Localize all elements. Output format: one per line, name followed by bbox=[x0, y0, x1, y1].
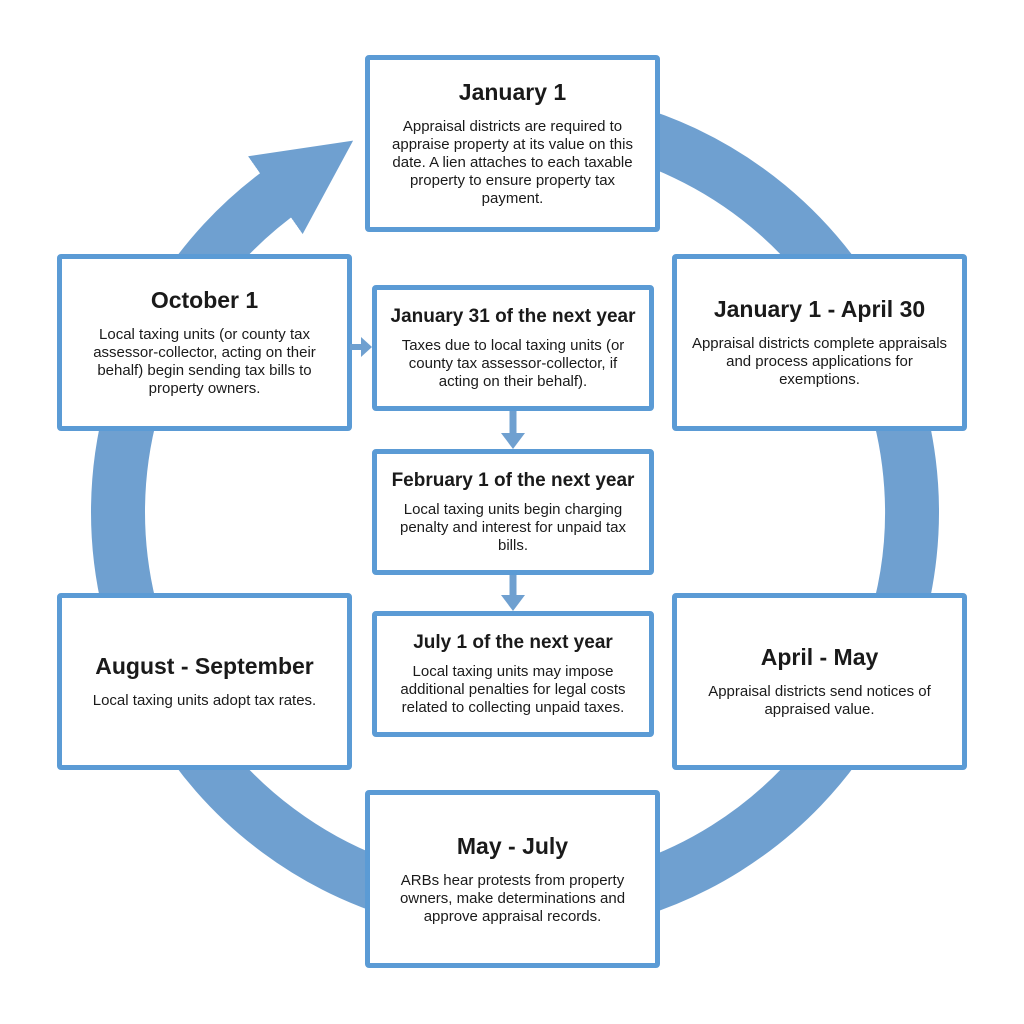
step-title: January 1 bbox=[458, 79, 567, 105]
arrow-down-icon bbox=[501, 411, 525, 449]
step-february-1-next-year: February 1 of the next year Local taxing… bbox=[372, 449, 654, 575]
step-may-july: May - July ARBs hear protests from prope… bbox=[365, 790, 660, 968]
step-description: Local taxing units may impose additional… bbox=[400, 662, 626, 716]
arrow-down-icon bbox=[501, 575, 525, 611]
step-august-september: August - September Local taxing units ad… bbox=[57, 593, 352, 770]
step-title: January 1 - April 30 bbox=[713, 296, 926, 322]
step-description: Appraisal districts complete appraisals … bbox=[691, 335, 948, 388]
step-title: July 1 of the next year bbox=[413, 631, 613, 653]
step-january-1: January 1 Appraisal districts are requir… bbox=[365, 55, 660, 232]
arrow-right-icon bbox=[350, 337, 372, 357]
step-april-may: April - May Appraisal districts send not… bbox=[672, 593, 967, 770]
step-description: Appraisal districts are required to appr… bbox=[392, 118, 633, 207]
step-description: Appraisal districts send notices of appr… bbox=[708, 683, 931, 718]
step-title: February 1 of the next year bbox=[391, 469, 635, 491]
step-title: January 31 of the next year bbox=[390, 305, 636, 327]
step-title: October 1 bbox=[150, 287, 259, 313]
step-description: Local taxing units adopt tax rates. bbox=[92, 692, 317, 709]
step-january-31-next-year: January 31 of the next year Taxes due to… bbox=[372, 285, 654, 411]
step-january-1-april-30: January 1 - April 30 Appraisal districts… bbox=[672, 254, 967, 431]
step-description: ARBs hear protests from property owners,… bbox=[399, 871, 626, 925]
step-title: August - September bbox=[95, 653, 314, 679]
step-title: May - July bbox=[456, 832, 569, 859]
step-july-1-next-year: July 1 of the next year Local taxing uni… bbox=[372, 611, 654, 737]
step-october-1: October 1 Local taxing units (or county … bbox=[57, 254, 352, 431]
step-description: Local taxing units begin charging penalt… bbox=[400, 500, 626, 554]
step-title: April - May bbox=[760, 644, 879, 670]
step-description: Local taxing units (or county tax assess… bbox=[93, 326, 316, 397]
step-description: Taxes due to local taxing units (or coun… bbox=[401, 336, 625, 390]
